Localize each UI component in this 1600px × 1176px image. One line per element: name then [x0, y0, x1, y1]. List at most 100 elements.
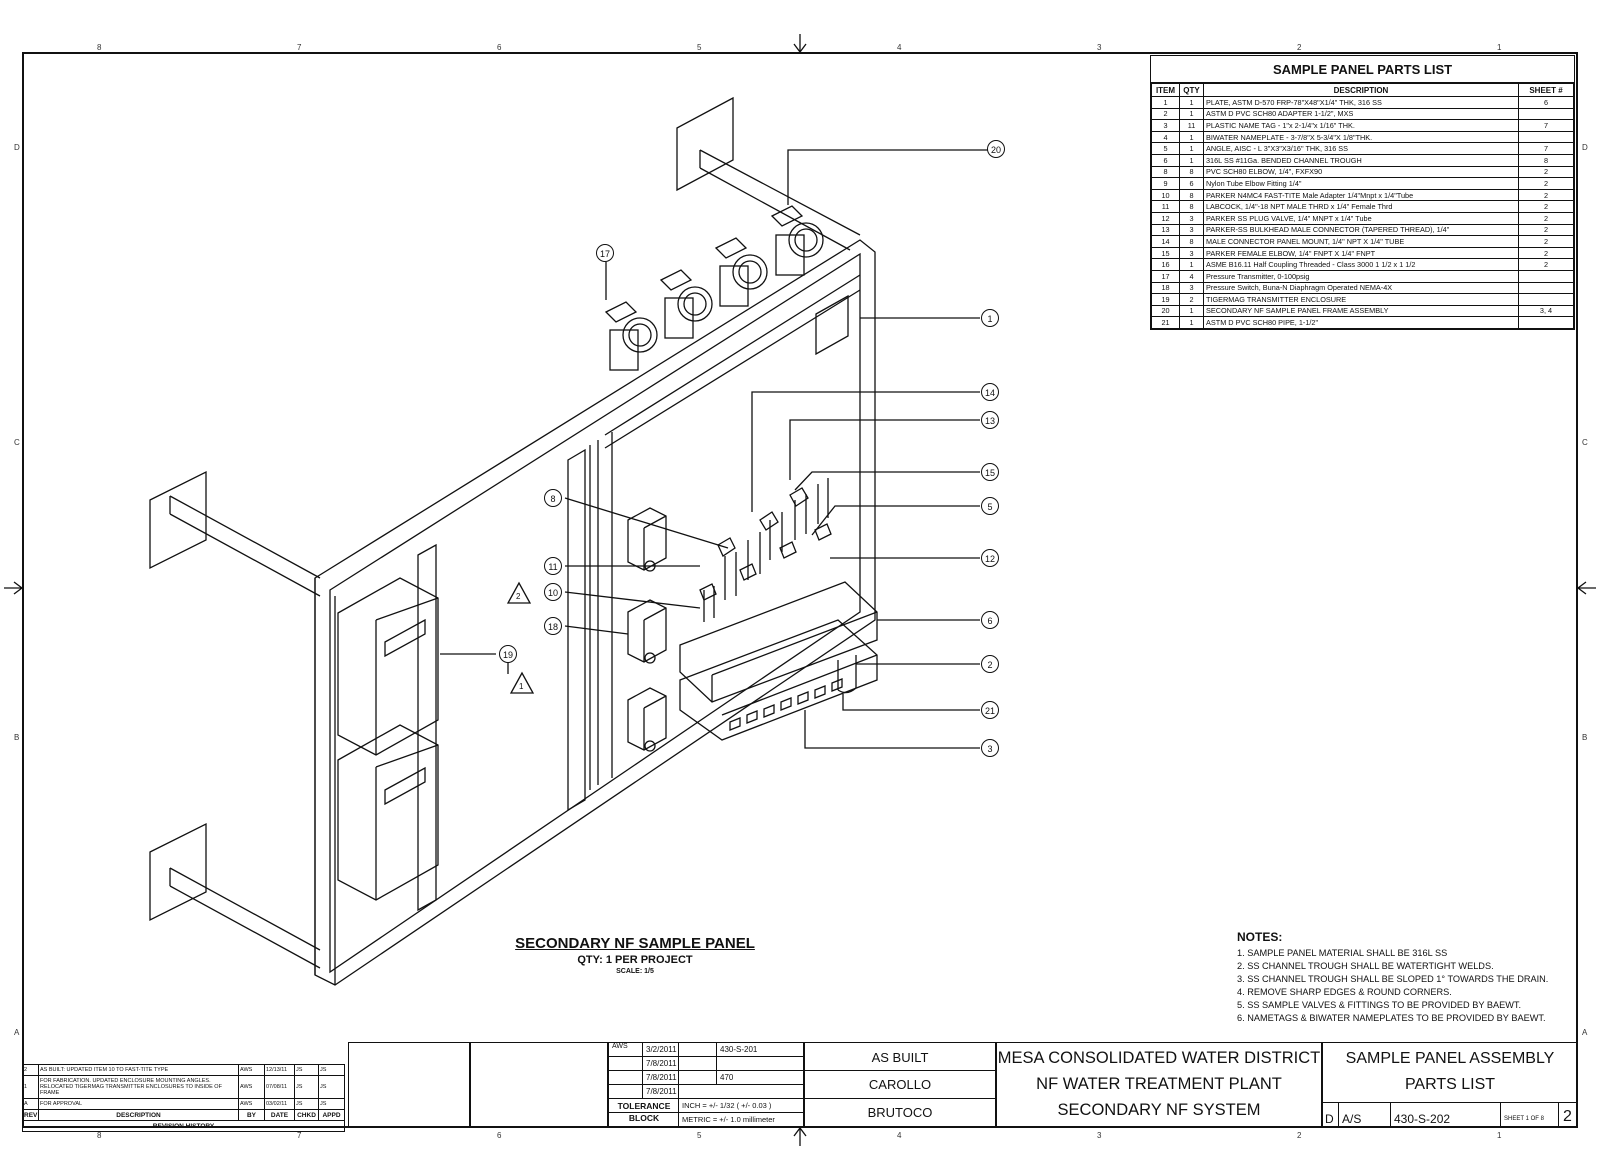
zone-col-label: 1	[1497, 1131, 1502, 1140]
description-cell: ASTM D PVC SCH80 ADAPTER 1-1/2", MXS	[1203, 107, 1519, 121]
item-cell: 21	[1151, 316, 1180, 329]
engineer-value: CAROLLO	[868, 1077, 932, 1092]
callout-bubble: 3	[981, 739, 999, 757]
item-cell: 15	[1151, 246, 1180, 260]
rev-cell: 12/13/11	[264, 1064, 295, 1076]
inch-tolerance: INCH = +/- 1/32 ( +/- 0.03 )	[682, 1101, 772, 1110]
description-cell: PLATE, ASTM D-570 FRP-78"X48"X1/4" THK, …	[1203, 96, 1519, 109]
item-cell: 13	[1151, 223, 1180, 237]
item-cell: 10	[1151, 188, 1180, 202]
description-cell: PLASTIC NAME TAG - 1"x 2-1/4"x 1/16" THK…	[1203, 119, 1519, 132]
sheet-cell: 8	[1518, 153, 1574, 167]
item-cell: 17	[1151, 269, 1180, 283]
qty-cell: 1	[1179, 153, 1204, 167]
description-cell: Nylon Tube Elbow Fitting 1/4"	[1203, 177, 1519, 190]
rev-cell: JS	[318, 1075, 345, 1099]
zone-col-label: 5	[697, 1131, 702, 1140]
status-block	[804, 1042, 996, 1128]
description-cell: ASTM D PVC SCH80 PIPE, 1-1/2"	[1203, 316, 1519, 329]
cad-file: 430-S-201	[720, 1045, 758, 1054]
rev-cell: JS	[318, 1064, 345, 1076]
qty-cell: 1	[1179, 130, 1204, 144]
qty-cell: 6	[1179, 177, 1204, 190]
qty-cell: 2	[1179, 293, 1204, 306]
qty-cell: 1	[1179, 304, 1204, 318]
drawing-number: 430-S-202	[1394, 1112, 1451, 1126]
note-item: 1. SAMPLE PANEL MATERIAL SHALL BE 316L S…	[1237, 948, 1448, 958]
zone-col-label: 6	[497, 43, 502, 52]
qty-cell: 1	[1179, 96, 1204, 109]
callout-bubble: 5	[981, 497, 999, 515]
callout-bubble: 12	[981, 549, 999, 567]
zone-col-label: 7	[297, 43, 302, 52]
description-cell: PARKER FEMALE ELBOW, 1/4" FNPT X 1/4" FN…	[1203, 246, 1519, 260]
zone-col-label: 6	[497, 1131, 502, 1140]
job-number: 470	[720, 1073, 734, 1082]
callout-bubble: 15	[981, 463, 999, 481]
qty-cell: 8	[1179, 235, 1204, 248]
callout-bubble: 14	[981, 383, 999, 401]
zone-col-label: 8	[97, 43, 102, 52]
approved-date: 7/8/2011	[646, 1073, 677, 1082]
rev-header: BY	[238, 1109, 265, 1121]
qty-cell: 8	[1179, 200, 1204, 213]
contractor-value: BRUTOCO	[867, 1105, 933, 1120]
item-cell: 18	[1151, 281, 1180, 295]
zone-col-label: 4	[897, 43, 902, 52]
drawing-scale: A/S	[1342, 1112, 1362, 1126]
sheet-cell: 2	[1518, 223, 1574, 237]
callout-bubble: 6	[981, 611, 999, 629]
rev-cell: JS	[294, 1064, 319, 1076]
item-cell: 14	[1151, 235, 1180, 248]
zone-row-label: B	[1582, 733, 1588, 742]
callout-bubble: 2	[981, 655, 999, 673]
sheet-cell: 7	[1518, 119, 1574, 132]
description-cell: MALE CONNECTOR PANEL MOUNT, 1/4" NPT X 1…	[1203, 235, 1519, 248]
notes-title: NOTES:	[1237, 930, 1283, 944]
sheet-cell: 2	[1518, 177, 1574, 190]
checked-date: 7/8/2011	[646, 1059, 677, 1068]
rev-cell: 2	[22, 1064, 39, 1076]
note-item: 6. NAMETAGS & BIWATER NAMEPLATES TO BE P…	[1237, 1013, 1546, 1023]
description-cell: PARKER N4MC4 FAST-TITE Male Adapter 1/4"…	[1203, 188, 1519, 202]
note-item: 4. REMOVE SHARP EDGES & ROUND CORNERS.	[1237, 987, 1452, 997]
revision-history-caption: REVISION HISTORY	[22, 1120, 345, 1132]
project-block	[996, 1042, 1322, 1128]
revision-triangle-label: 2	[516, 592, 521, 601]
callout-bubble: 11	[544, 557, 562, 575]
rev-cell: A	[22, 1098, 39, 1110]
dates-block	[608, 1042, 804, 1128]
zone-col-label: 1	[1497, 43, 1502, 52]
description-cell: ASME B16.11 Half Coupling Threaded - Cla…	[1203, 258, 1519, 271]
drawn-by: AWS	[612, 1043, 628, 1050]
sheet-cell: 2	[1518, 188, 1574, 202]
callout-bubble: 20	[987, 140, 1005, 158]
callout-bubble: 13	[981, 411, 999, 429]
sheet-cell: 7	[1518, 142, 1574, 155]
rev-cell: AWS	[238, 1075, 265, 1099]
rev-cell: JS	[318, 1098, 345, 1110]
qty-cell: 3	[1179, 211, 1204, 225]
status-value: AS BUILT	[871, 1050, 929, 1065]
zone-col-label: 8	[97, 1131, 102, 1140]
sheet-size: D	[1325, 1112, 1334, 1126]
rev-cell: AWS	[238, 1064, 265, 1076]
item-cell: 20	[1151, 304, 1180, 318]
item-cell: 16	[1151, 258, 1180, 271]
qty-cell: 4	[1179, 269, 1204, 283]
item-cell: 1	[1151, 96, 1180, 109]
rev-header: DESCRIPTION	[38, 1109, 239, 1121]
note-item: 5. SS SAMPLE VALVES & FITTINGS TO BE PRO…	[1237, 1000, 1522, 1010]
qty-cell: 3	[1179, 246, 1204, 260]
item-cell: 3	[1151, 119, 1180, 132]
item-cell: 4	[1151, 130, 1180, 144]
